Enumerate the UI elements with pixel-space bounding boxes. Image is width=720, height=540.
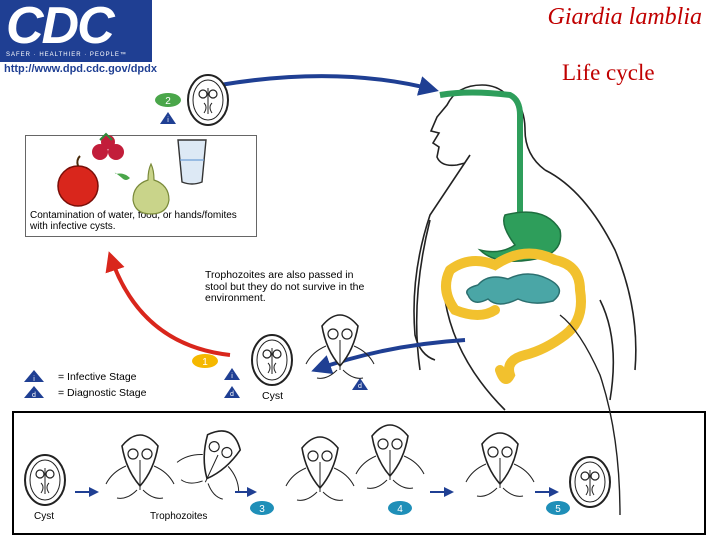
svg-text:1: 1 xyxy=(202,357,208,368)
svg-text:3: 3 xyxy=(259,504,265,515)
apple-icon xyxy=(58,156,98,206)
cyst-diagnostic-marker: d xyxy=(224,386,240,398)
svg-text:2: 2 xyxy=(165,96,171,107)
stage-trophozoite-front xyxy=(106,435,174,498)
step-1-badge: 1 xyxy=(192,354,218,368)
cyst-infective-marker: i xyxy=(224,368,240,380)
stage-new-cyst xyxy=(570,457,610,507)
stage-cyst xyxy=(25,455,65,505)
water-glass-icon xyxy=(178,140,206,184)
svg-text:d: d xyxy=(32,392,36,399)
ingested-cyst xyxy=(188,75,228,125)
pear-icon xyxy=(115,164,169,214)
excreted-cyst xyxy=(252,335,292,385)
step-5-badge: 5 xyxy=(546,501,570,515)
legend-diagnostic-marker: d xyxy=(24,386,44,399)
svg-text:5: 5 xyxy=(555,504,561,515)
svg-text:d: d xyxy=(230,391,234,398)
ingestion-arrow xyxy=(220,76,435,90)
step-3-badge: 3 xyxy=(250,501,274,515)
step-2-badge: 2 xyxy=(155,93,181,107)
stage-dividing-left xyxy=(286,437,354,500)
svg-text:d: d xyxy=(358,383,362,390)
stage-dividing-right xyxy=(356,425,424,488)
step-4-badge: 4 xyxy=(388,501,412,515)
svg-text:4: 4 xyxy=(397,504,403,515)
raspberries-icon xyxy=(92,134,124,160)
digestive-tract xyxy=(440,93,620,516)
step-2-infective-marker: i xyxy=(160,112,176,124)
stage-trophozoite-mature xyxy=(466,433,534,496)
trophozoite-diagnostic-marker: d xyxy=(352,378,368,390)
return-to-environment-arrow xyxy=(110,255,230,355)
legend-infective-marker: i xyxy=(24,370,44,383)
